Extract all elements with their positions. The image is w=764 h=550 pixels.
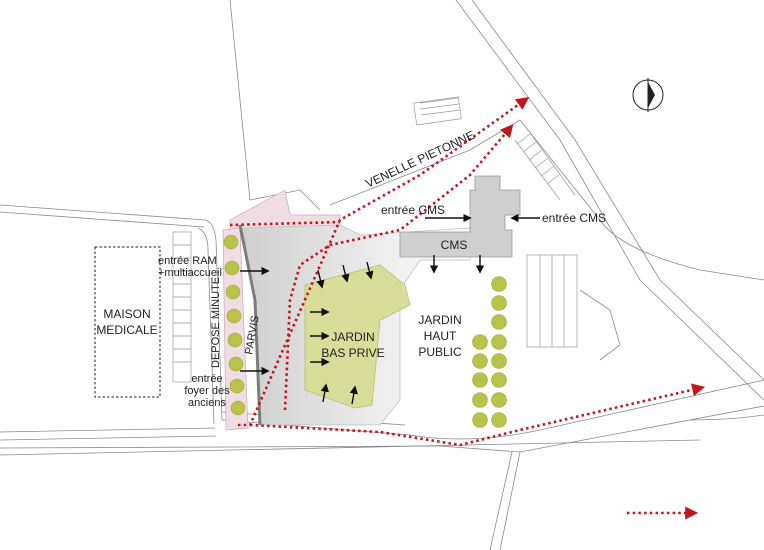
pedestrian-paths	[229, 96, 706, 447]
label-maison-medicale-1: MAISON	[103, 307, 150, 321]
label-venelle-pietonne: VENELLE PIETONNE	[363, 128, 476, 191]
label-entree-foyer-2: foyer des	[184, 385, 230, 397]
parvis-edge	[238, 224, 262, 426]
jardin-bas-prive-area	[304, 264, 411, 409]
entry-arrows	[240, 213, 540, 405]
label-maison-medicale-2: MEDICALE	[96, 323, 157, 337]
cms-building	[399, 175, 521, 258]
entry-arrow-icon	[365, 261, 374, 280]
entry-arrow-icon	[349, 385, 358, 405]
label-jardin-bas-2: BAS PRIVE	[321, 346, 384, 360]
entry-arrow-icon	[316, 269, 325, 289]
trees-parvis	[223, 234, 246, 416]
label-entree-ram-1: entrée RAM	[158, 255, 217, 267]
north-compass-icon	[632, 78, 664, 112]
label-depose-minute: DEPOSE MINUTE	[210, 277, 222, 368]
trees-jardin-haut	[472, 276, 507, 428]
label-jardin-haut-3: PUBLIC	[418, 345, 462, 359]
label-jardin-bas-1: JARDIN	[331, 330, 374, 344]
label-entree-cms-right: entrée CMS	[542, 211, 606, 225]
label-entree-foyer-1: entrée	[191, 373, 222, 385]
entry-arrow-icon	[320, 383, 329, 403]
maison-medicale-outline	[94, 246, 161, 398]
entry-arrow-icon	[341, 264, 350, 283]
label-jardin-haut-1: JARDIN	[418, 313, 461, 327]
depose-minute-zone	[222, 227, 249, 431]
hatched-buildings	[172, 96, 578, 383]
label-cms: CMS	[441, 238, 468, 252]
label-entree-cms-left: entrée CMS	[381, 203, 445, 217]
label-entree-ram-2: +multiaccueil	[158, 267, 222, 279]
label-jardin-haut-2: HAUT	[424, 329, 457, 343]
label-entree-foyer-3: anciens	[188, 397, 226, 409]
